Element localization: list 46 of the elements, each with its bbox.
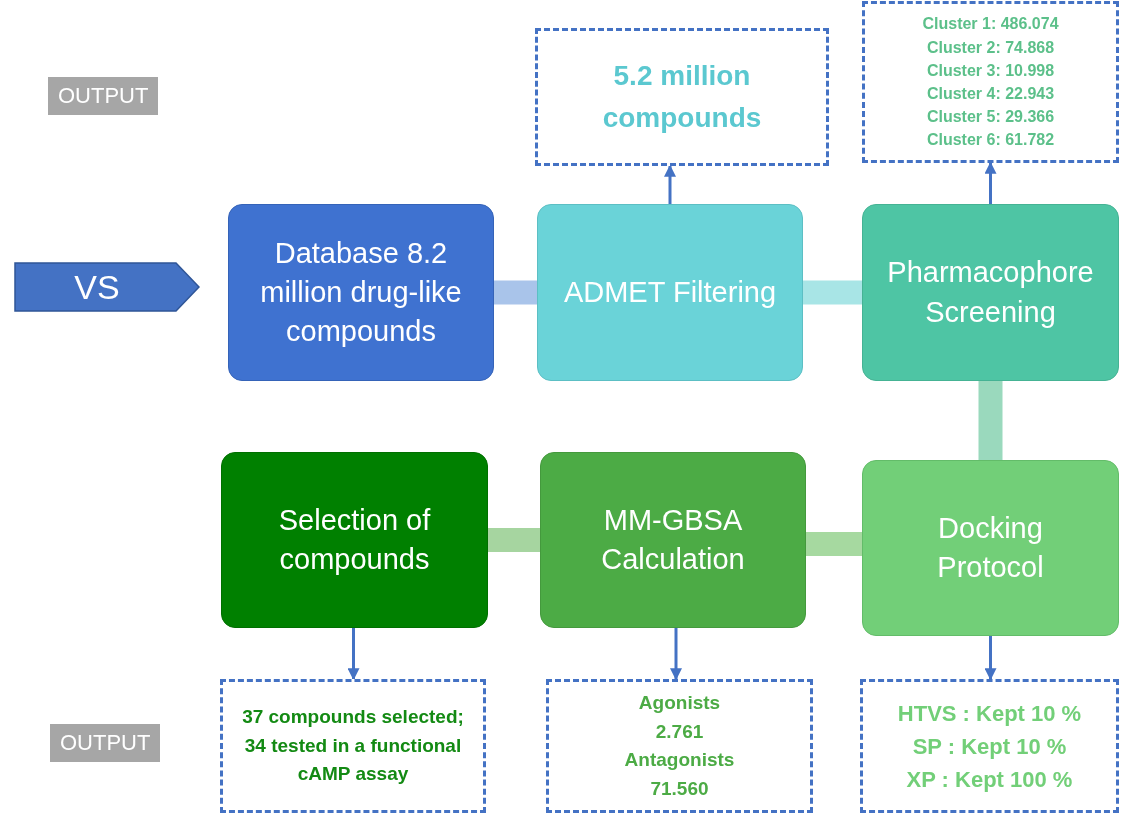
output-text: Cluster 6: 61.782	[926, 130, 1055, 151]
output-text: 5.2 million compounds	[601, 59, 763, 135]
output-text: XP : Kept 100 %	[906, 765, 1073, 794]
connector-band	[494, 280, 537, 305]
output-box	[860, 679, 1119, 813]
output-text: Antagonists	[624, 748, 735, 772]
connector-band	[488, 528, 540, 552]
arrow	[984, 636, 997, 681]
process-box	[537, 204, 803, 381]
arrow	[664, 164, 676, 204]
connector-band	[806, 532, 862, 556]
arrow	[984, 161, 997, 204]
connector-band	[803, 280, 862, 305]
output-text: 37 compounds selected; 34 tested in a functional cAMP assay	[241, 705, 465, 787]
output-text: Cluster 2: 74.868	[926, 37, 1055, 58]
output-text: Agonists	[638, 691, 721, 715]
output-text: HTVS : Kept 10 %	[897, 699, 1082, 728]
output-box	[220, 679, 486, 813]
output-tag: OUTPUT	[50, 724, 161, 762]
output-text: Cluster 5: 29.366	[926, 107, 1055, 128]
output-text: 71.560	[650, 776, 709, 801]
step-label: MM-GBSA Calculation	[600, 502, 746, 577]
output-text: Cluster 4: 22.943	[926, 84, 1055, 104]
output-tag: OUTPUT	[48, 77, 159, 115]
output-text: Cluster 1: 486.074	[922, 14, 1059, 35]
output-box	[535, 28, 829, 166]
arrow	[670, 628, 682, 681]
step-label: Database 8.2 million drug-like compounds	[259, 235, 463, 350]
step-label: Docking Protocol	[936, 510, 1045, 585]
chevron-arrow-shape	[14, 262, 200, 312]
arrow	[347, 628, 360, 681]
output-box	[546, 679, 813, 813]
process-box	[228, 204, 494, 381]
step-label: ADMET Filtering	[563, 274, 777, 310]
process-box	[862, 204, 1119, 381]
process-box	[540, 452, 806, 628]
output-text: SP : Kept 10 %	[912, 732, 1067, 761]
connector-band	[978, 381, 1003, 460]
process-box	[862, 460, 1119, 636]
step-label: Selection of compounds	[277, 502, 432, 577]
step-label: VS	[74, 267, 120, 307]
output-text: 2.761	[655, 719, 704, 744]
process-box	[221, 452, 488, 628]
output-text: Cluster 3: 10.998	[926, 60, 1055, 81]
output-box	[862, 1, 1119, 163]
step-label: Pharmacophore Screening	[886, 255, 1095, 330]
